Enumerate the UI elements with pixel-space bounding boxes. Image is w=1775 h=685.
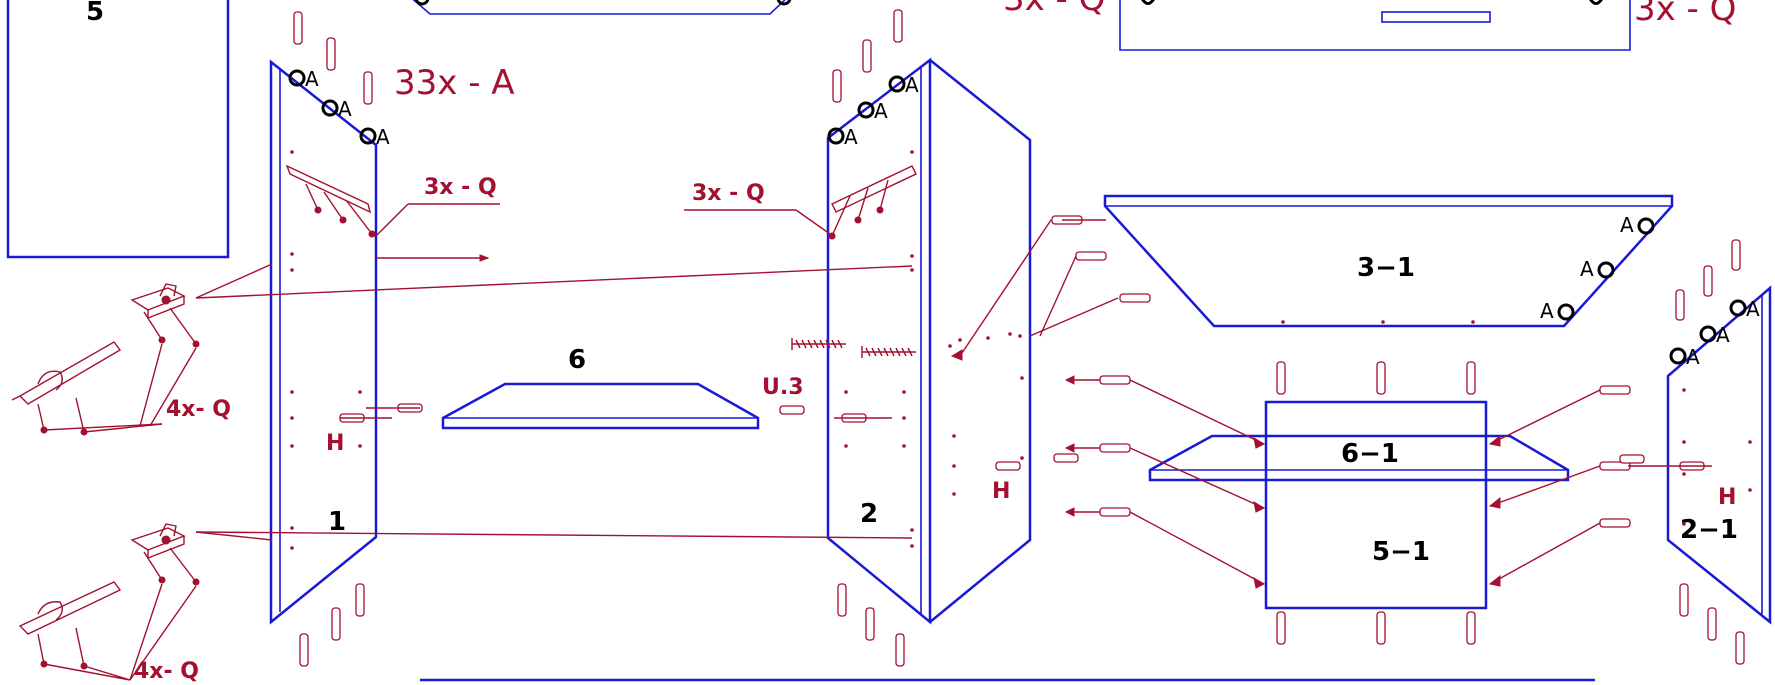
hinge-upper — [11, 263, 913, 436]
svg-text:A: A — [305, 67, 319, 91]
svg-text:A: A — [376, 125, 390, 149]
vertical-dowels — [293, 9, 1745, 667]
assembly-arrows — [340, 219, 1712, 589]
callout-h-panel-2: H — [992, 479, 1010, 504]
panel-2-1-label: 2−1 — [1680, 515, 1738, 545]
svg-text:A: A — [338, 97, 352, 121]
panel-6-1-label: 6−1 — [1341, 439, 1399, 469]
svg-text:A: A — [1716, 323, 1730, 347]
callout-3x-q-left: 3x - Q — [424, 175, 497, 200]
callout-h-panel-2-1: H — [1718, 485, 1736, 510]
panel-7-slot — [1381, 11, 1491, 23]
callout-4x-q-upper: 4x- Q — [166, 397, 231, 422]
hinge-lower — [18, 523, 913, 681]
svg-text:A: A — [874, 99, 888, 123]
svg-text:A: A — [1540, 299, 1554, 323]
shelf-brackets — [285, 164, 917, 240]
panel-3-1-label: 3−1 — [1357, 253, 1415, 283]
panel-7-partial — [1119, 0, 1631, 51]
panel-2-1 — [1666, 285, 1772, 625]
callout-3x-q-top: 3x - Q — [1003, 0, 1105, 19]
svg-text:A: A — [1746, 297, 1760, 321]
panel-7-label: 7 — [1302, 0, 1320, 5]
panel-5 — [6, 0, 230, 259]
panel-2-label: 2 — [860, 499, 878, 529]
panel-6-label: 6 — [568, 345, 586, 375]
svg-text:A: A — [905, 73, 919, 97]
panel-5-label: 5 — [86, 0, 104, 27]
screws — [791, 338, 916, 358]
callout-h-panel-1: H — [326, 431, 344, 456]
panel-2-face — [929, 59, 1032, 623]
panel-5-1-label: 5−1 — [1372, 537, 1430, 567]
callout-3x-q-mid: 3x - Q — [692, 181, 765, 206]
panel-1-label: 1 — [328, 507, 346, 537]
panel-5-1 — [1264, 400, 1488, 610]
cam-locks: A A A A A A A A A A A A — [288, 0, 1760, 369]
panel-1 — [269, 59, 378, 625]
callout-u3: U.3 — [762, 375, 804, 400]
svg-text:A: A — [1620, 213, 1634, 237]
top-shelf-partial — [412, 0, 786, 15]
callout-4x-q-lower: 4x- Q — [134, 659, 199, 684]
callout-3x-q-topright: 3x - Q — [1634, 0, 1736, 29]
callout-33x-a: 33x - A — [394, 63, 515, 103]
drill-holes — [290, 150, 1752, 550]
svg-text:A: A — [1580, 257, 1594, 281]
svg-text:A: A — [844, 125, 858, 149]
svg-text:A: A — [1686, 345, 1700, 369]
panel-6 — [441, 382, 760, 430]
